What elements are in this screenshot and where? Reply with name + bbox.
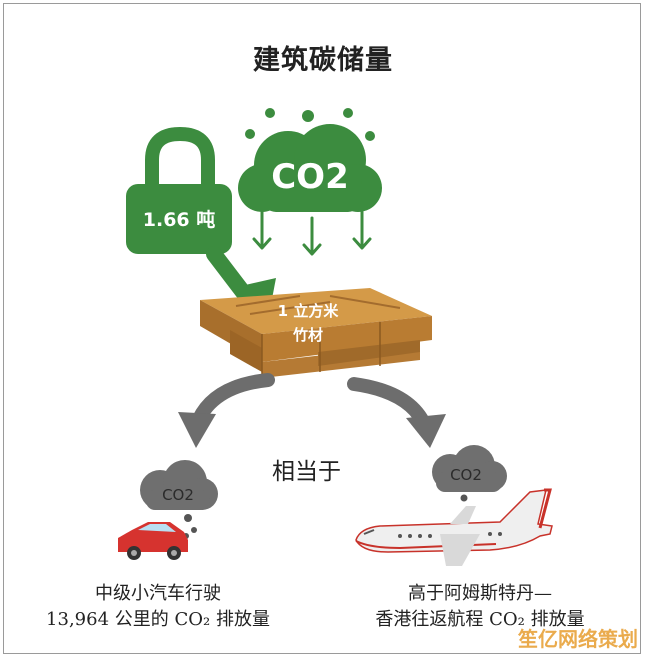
figure-frame bbox=[3, 3, 641, 654]
lock-label: 1.66 吨 bbox=[143, 208, 216, 231]
down-arrows-icon bbox=[252, 210, 372, 256]
co2-cloud-small-left-icon: CO2 bbox=[140, 460, 218, 539]
wood-label-line1: 1 立方米 bbox=[278, 302, 340, 320]
co2-small-label-right: CO2 bbox=[450, 466, 482, 484]
equivalent-label: 相当于 bbox=[272, 459, 341, 485]
car-icon bbox=[118, 522, 188, 560]
left-curved-arrow-icon bbox=[178, 373, 275, 448]
co2-small-label-left: CO2 bbox=[162, 486, 194, 504]
lock-icon: 1.66 吨 bbox=[126, 126, 232, 254]
right-caption: 高于阿姆斯特丹— 香港往返航程 CO₂ 排放量 bbox=[330, 581, 630, 633]
left-caption: 中级小汽车行驶 13,964 公里的 CO₂ 排放量 bbox=[18, 581, 298, 633]
right-caption-line2: 香港往返航程 CO₂ 排放量 bbox=[375, 609, 585, 630]
airplane-icon bbox=[355, 488, 553, 566]
co2-cloud-small-right-icon: CO2 bbox=[432, 445, 507, 513]
watermark: 笙亿网络策划 bbox=[518, 627, 638, 651]
co2-cloud-icon: CO2 bbox=[238, 108, 382, 212]
diagram-title: 建筑碳储量 bbox=[253, 45, 393, 76]
right-curved-arrow-icon bbox=[347, 377, 446, 448]
left-caption-line1: 中级小汽车行驶 bbox=[95, 583, 221, 604]
left-caption-line2: 13,964 公里的 CO₂ 排放量 bbox=[46, 609, 270, 630]
co2-label: CO2 bbox=[271, 157, 349, 197]
wood-label-line2: 竹材 bbox=[292, 326, 323, 344]
wood-planks-icon: 1 立方米 竹材 bbox=[200, 288, 432, 378]
right-caption-line1: 高于阿姆斯特丹— bbox=[408, 583, 552, 604]
